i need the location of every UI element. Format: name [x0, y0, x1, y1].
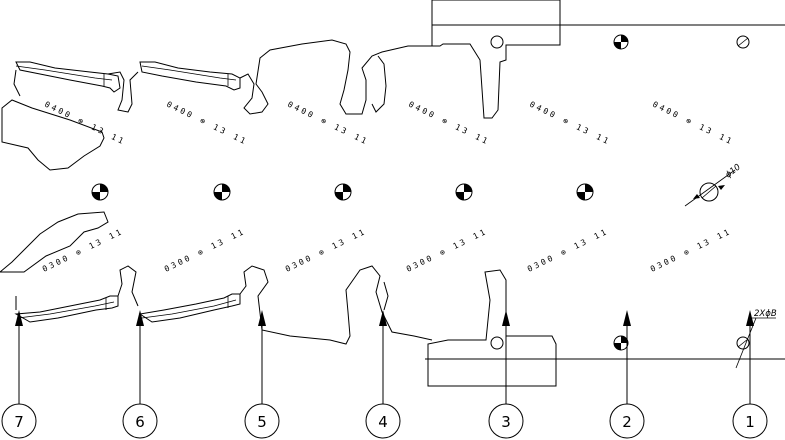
station-callout-6: 6 [122, 310, 158, 439]
hatched-part-7-upper [1, 99, 105, 171]
hole-diameter-label: ϕ10 [724, 162, 743, 180]
edge-pilot-lower-2 [613, 335, 629, 351]
code-mark-upper-4: 0400 ⊕ 13 11 [407, 100, 491, 147]
station-number-3: 3 [501, 413, 511, 431]
code-mark-lower-1: 0300 ⊕ 13 11 [649, 227, 733, 274]
code-mark-upper-1: 0400 ⊕ 13 11 [651, 100, 735, 147]
pilot-hole-4 [455, 183, 473, 201]
code-mark-lower-3: 0300 ⊕ 13 11 [526, 227, 610, 274]
station-callouts: 7 6 5 4 3 2 [1, 310, 768, 439]
pilot-hole-3 [576, 183, 594, 201]
code-mark-lower-4: 0300 ⊕ 13 11 [405, 227, 489, 274]
die-section-upper [431, 0, 561, 119]
station-callout-1: 1 [732, 310, 768, 439]
edge-hole-upper-1 [736, 35, 750, 49]
station-number-1: 1 [745, 413, 755, 431]
station-number-4: 4 [378, 413, 388, 431]
blade-part-6-upper [139, 61, 241, 91]
station-callout-3: 3 [488, 310, 524, 439]
station-callout-5: 5 [244, 310, 280, 439]
code-mark-upper-3: 0400 ⊕ 13 11 [528, 100, 612, 147]
station-callout-7: 7 [1, 310, 37, 439]
edge-hole-lower-1 [735, 317, 776, 369]
blade-part-7-upper [15, 61, 121, 93]
pilot-holes-label: 2XϕB [754, 309, 777, 319]
blade-part-6-lower [138, 293, 241, 323]
code-mark-upper-6: 0400 ⊕ 13 11 [165, 100, 249, 147]
station-callout-4: 4 [365, 310, 401, 439]
code-mark-upper-7: 0400 ⊕ 13 11 [43, 100, 127, 147]
die-section-lower [427, 269, 557, 387]
code-mark-lower-6: 0300 ⊕ 13 11 [163, 227, 247, 274]
code-marks-lower: 0300 ⊕ 13 11 0300 ⊕ 13 11 0300 ⊕ 13 11 0… [41, 227, 733, 274]
station-number-5: 5 [257, 413, 267, 431]
strip-outline [425, 24, 785, 360]
pilot-holes [91, 34, 776, 369]
station-number-2: 2 [622, 413, 632, 431]
code-marks-upper: 0400 ⊕ 13 11 0400 ⊕ 13 11 0400 ⊕ 13 11 0… [43, 100, 735, 147]
pilot-hole-5 [334, 183, 352, 201]
station-number-7: 7 [14, 413, 24, 431]
hatched-part-7-lower [0, 211, 109, 273]
station-callout-2: 2 [609, 310, 645, 439]
station-number-6: 6 [135, 413, 145, 431]
pierce-hole-1 [684, 169, 736, 207]
code-mark-lower-5: 0300 ⊕ 13 11 [284, 227, 368, 274]
pilot-hole-7 [91, 183, 109, 201]
carrier-contours [13, 39, 433, 345]
edge-pilot-upper-2 [613, 34, 629, 50]
code-mark-upper-5: 0400 ⊕ 13 11 [286, 100, 370, 147]
pilot-hole-6 [213, 183, 231, 201]
blade-part-7-lower [14, 295, 119, 323]
